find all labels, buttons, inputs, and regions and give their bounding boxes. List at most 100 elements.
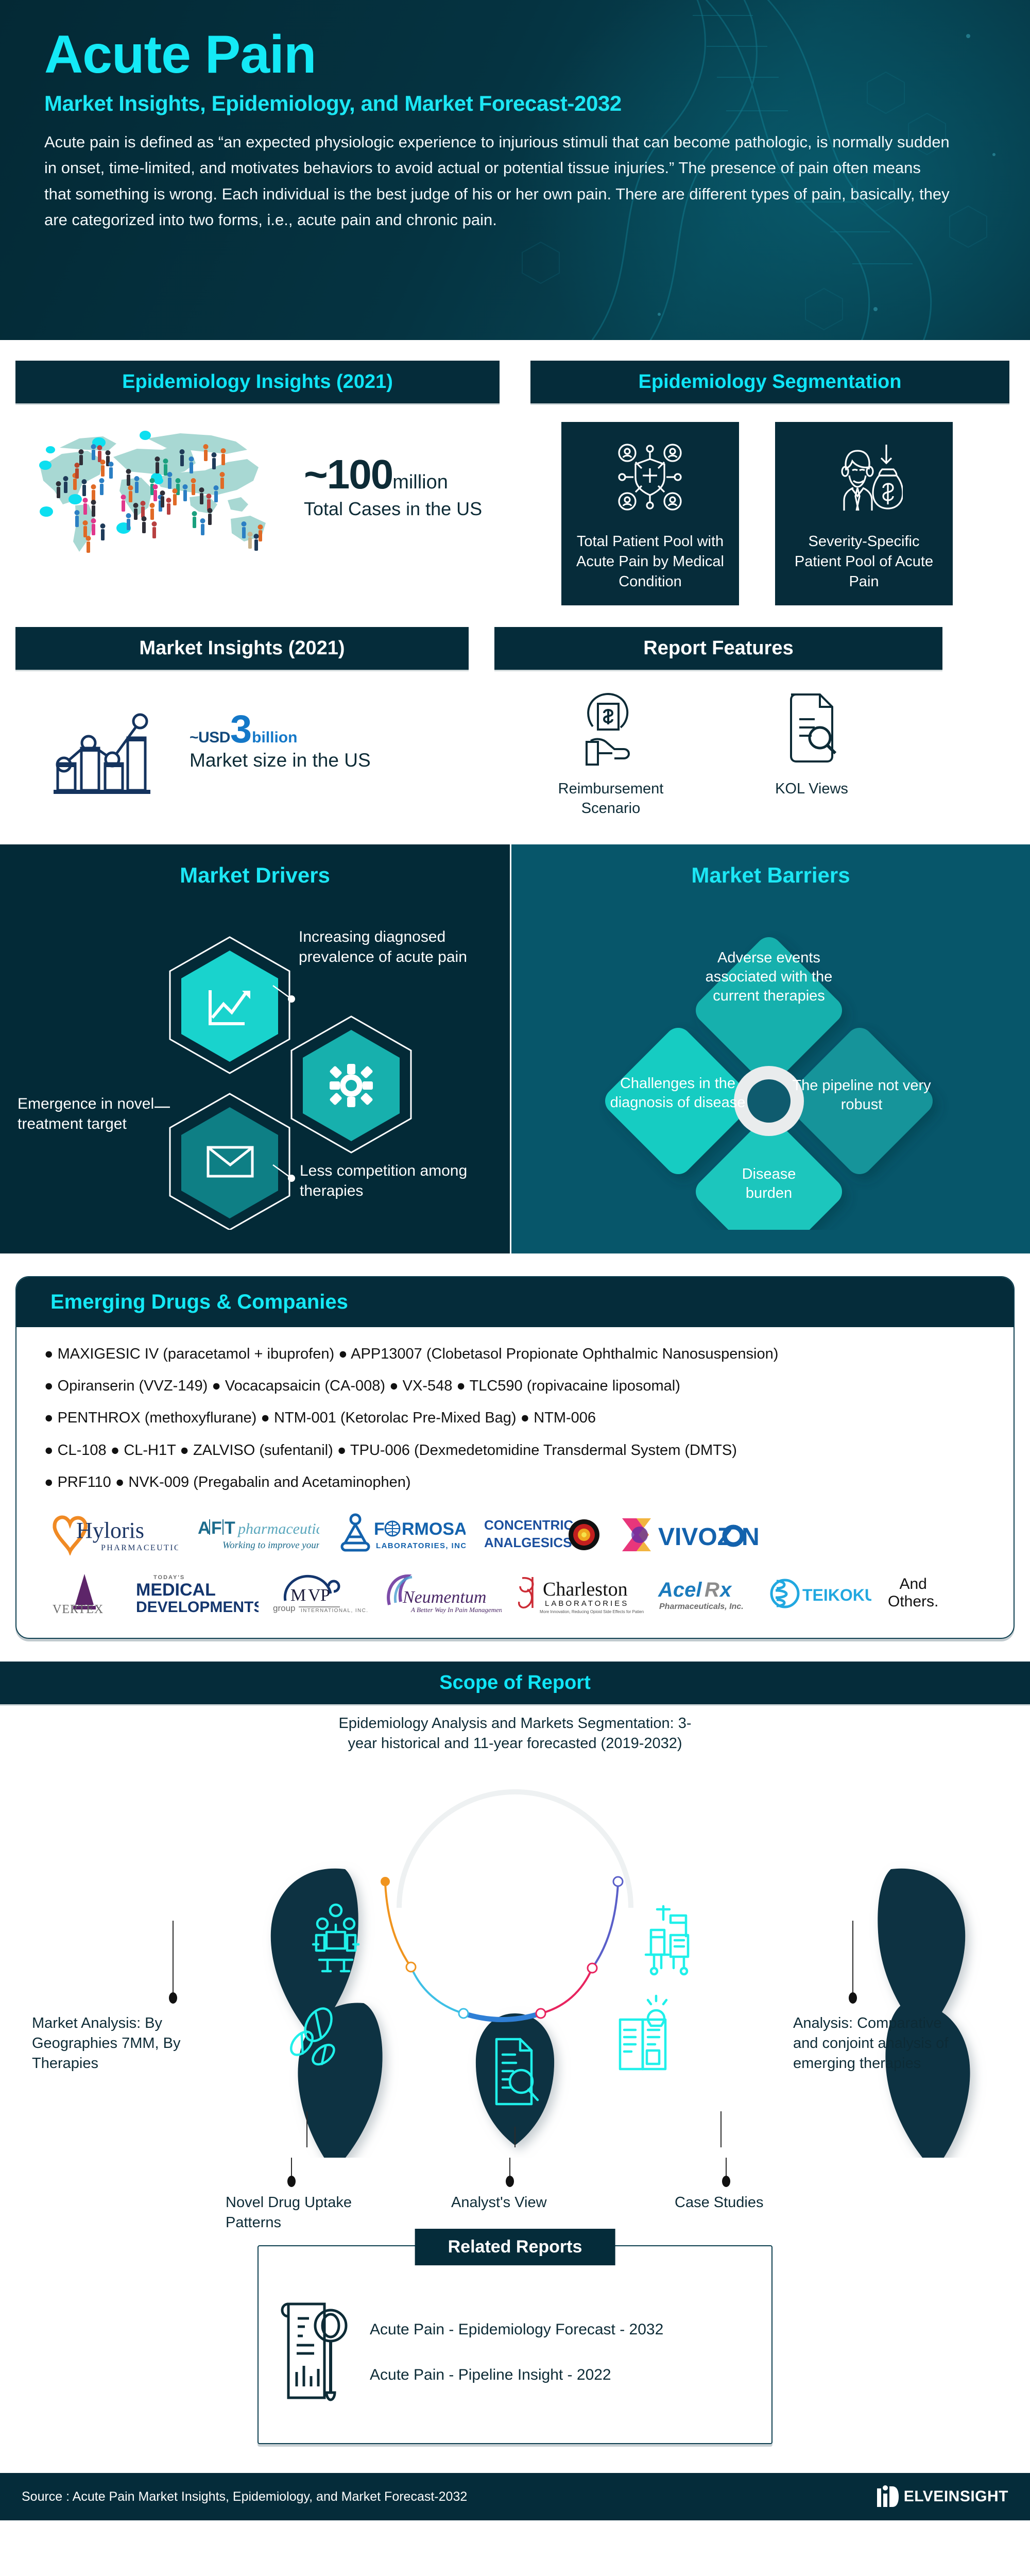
delveinsight-mark-icon [877,2485,899,2507]
scope-petal-graphic [169,1783,970,2158]
segmentation-card: Total Patient Pool with Acute Pain by Me… [561,422,739,606]
vertex-logo: VERTEX [49,1571,122,1615]
svg-text:MEDICAL: MEDICAL [136,1580,216,1600]
barrier-label: Challenges in the diagnosis of disease [610,1075,746,1111]
barrier-label: Disease burden [742,1165,796,1201]
svg-text:VIVOZ: VIVOZ [658,1523,732,1551]
svg-text:Working to improve your health: Working to improve your health [222,1540,319,1551]
svg-text:Pharmaceuticals, Inc.: Pharmaceuticals, Inc. [659,1602,744,1611]
svg-text:M: M [290,1586,306,1605]
bar-line-chart-icon [54,713,150,794]
scope-bottom-labels: Novel Drug Uptake Patterns Analyst's Vie… [0,2158,1030,2235]
driver-label: Increasing diagnosed prevalence of acute… [299,928,467,965]
market-insights-block: Market Insights (2021) [15,627,469,818]
driver-label: Emergence in novel treatment target [18,1095,154,1132]
hero-description: Acute pain is defined as “an expected ph… [44,133,950,229]
epidemiology-segmentation-banner: Epidemiology Segmentation [530,361,1009,403]
report-features-banner: Report Features [494,627,942,670]
patient-cost-icon [826,438,904,518]
epidemiology-row: Epidemiology Insights (2021) [0,340,1030,606]
document-search-icon [790,693,837,763]
svg-text:P: P [320,1586,330,1605]
svg-text:group: group [273,1603,295,1613]
mvp-group-logo: M V P group INTERNATIONAL, INC. [272,1571,370,1615]
svg-text:A: A [198,1518,211,1538]
svg-text:CONCENTRIC: CONCENTRIC [484,1517,574,1533]
company-logos-row-2: VERTEX TODAY'S MEDICAL DEVELOPMENTS M V … [44,1555,986,1622]
epidemiology-insights-banner: Epidemiology Insights (2021) [15,361,500,403]
epidemiology-insights-block: Epidemiology Insights (2021) [15,361,500,605]
page-subtitle: Market Insights, Epidemiology, and Marke… [44,91,622,116]
drug-line: ● PENTHROX (methoxyflurane) ● NTM-001 (K… [44,1410,596,1427]
market-drivers-panel: Market Drivers [0,844,510,1253]
teikoku-logo: TEIKOKU [768,1571,871,1615]
usd-value: 3 [230,707,252,752]
epi-stat-unit: million [392,471,448,493]
scope-center-label: Epidemiology Analysis and Markets Segmen… [338,1715,692,1752]
market-insights-banner: Market Insights (2021) [15,627,469,670]
barrier-label: Adverse events associated with the curre… [705,949,833,1005]
svg-text:INTERNATIONAL, INC.: INTERNATIONAL, INC. [301,1608,368,1614]
related-report-item[interactable]: Acute Pain - Epidemiology Forecast - 203… [370,2321,664,2338]
related-report-item[interactable]: Acute Pain - Pipeline Insight - 2022 [370,2366,611,2384]
svg-text:TEIKOKU: TEIKOKU [802,1586,871,1604]
svg-text:pharmaceuticals: pharmaceuticals [237,1520,319,1537]
svg-text:Charleston: Charleston [543,1579,628,1600]
source-text: Source : Acute Pain Market Insights, Epi… [22,2489,468,2504]
concentric-analgesics-logo: CONCENTRIC ANALGESICS [483,1511,602,1555]
market-drivers-title: Market Drivers [180,862,330,887]
hand-money-icon [586,693,630,766]
todays-medical-developments-logo: TODAY'S MEDICAL DEVELOPMENTS [135,1571,259,1615]
page-title: Acute Pain [44,25,316,84]
svg-text:LABORATORIES: LABORATORIES [545,1599,629,1608]
and-others-label: And Others. [888,1575,939,1611]
svg-text:Neumentum: Neumentum [402,1588,486,1607]
aft-pharmaceuticals-logo: A F T pharmaceuticals Working to improve… [196,1511,319,1555]
svg-text:V: V [308,1586,321,1605]
report-features-block: Report Features Reimbursement Scenario [494,627,942,818]
charleston-laboratories-logo: Charleston LABORATORIES More Innovation,… [515,1571,644,1615]
world-map-people-icon [39,431,266,553]
svg-text:VERTEX: VERTEX [53,1603,104,1615]
patient-network-shield-icon [612,438,689,518]
svg-text:T: T [225,1518,235,1538]
svg-text:RMOSA: RMOSA [402,1519,466,1539]
svg-text:TODAY'S: TODAY'S [153,1574,185,1581]
formosa-laboratories-logo: F RMOSA LABORATORIES, INC. [337,1511,466,1555]
delveinsight-logo: ELVEINSIGHT [876,2483,1008,2510]
epidemiology-segmentation-block: Epidemiology Segmentation [530,361,1009,606]
company-logos-row-1: Hyloris PHARMACEUTICALS A F T pharmaceut… [44,1505,986,1556]
svg-text:N: N [742,1523,760,1551]
epidemiology-stat: ~100million Total Cases in the US [304,454,483,520]
drug-line: ● CL-108 ● CL-H1T ● ZALVISO (sufentanil)… [44,1442,737,1459]
svg-text:PHARMACEUTICALS: PHARMACEUTICALS [101,1544,178,1552]
epi-stat-caption: Total Cases in the US [304,498,483,519]
emerging-drugs-title: Emerging Drugs & Companies [16,1277,1014,1327]
report-scroll-search-icon [281,2302,348,2401]
svg-text:Acel: Acel [658,1579,702,1601]
drug-line: ● Opiranserin (VVZ-149) ● Vocacapsaicin … [44,1378,680,1395]
market-insights-row: Market Insights (2021) [0,627,1030,818]
usd-suffix: billion [252,729,298,747]
svg-text:F: F [374,1519,385,1539]
neumentum-logo: Neumentum A Better Way In Pain Managemen… [383,1571,502,1615]
segmentation-card-label: Severity-Specific Patient Pool of Acute … [794,533,934,590]
report-feature-label: KOL Views [775,781,848,798]
vivozon-logo: VIVOZ N [619,1511,763,1555]
segmentation-card: Severity-Specific Patient Pool of Acute … [775,422,953,606]
svg-text:x: x [719,1579,732,1601]
svg-text:DEVELOPMENTS: DEVELOPMENTS [136,1599,259,1615]
scope-left-label: Market Analysis: By Geographies 7MM, By … [32,2015,181,2072]
segmentation-card-label: Total Patient Pool with Acute Pain by Me… [576,533,724,590]
scope-right-label: Analysis: Comparative and conjoint analy… [793,2015,949,2072]
related-reports-section: Related Reports Acute Pain - Epidemiolog… [258,2229,772,2445]
market-barriers-title: Market Barriers [691,862,850,887]
hyloris-logo: Hyloris PHARMACEUTICALS [49,1511,178,1556]
barrier-label: The pipeline not very robust [792,1077,931,1113]
svg-text:More Innovation, Reducing Opio: More Innovation, Reducing Opioid Side Ef… [540,1609,644,1614]
scope-bottom-right-label: Case Studies [675,2194,764,2211]
hexagon-cluster-graphic [154,936,412,1230]
svg-text:Hyloris: Hyloris [76,1518,144,1543]
svg-text:F: F [211,1518,222,1538]
svg-text:R: R [705,1579,719,1601]
